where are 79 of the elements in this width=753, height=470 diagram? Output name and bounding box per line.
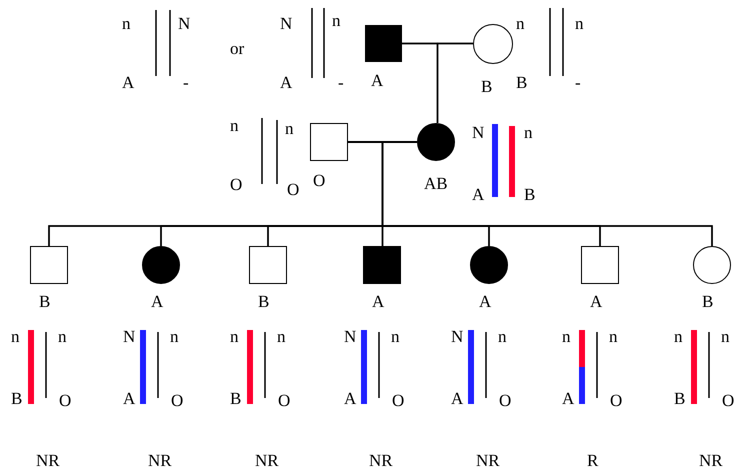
allele-label: A [123,390,136,407]
allele-label: n [562,328,570,345]
allele-label: N [451,328,464,345]
recombination-label: NR [36,452,60,469]
recombination-label: NR [369,452,393,469]
descent-line [436,42,473,123]
blood-type-label: A [151,293,164,310]
allele-label: - [183,74,189,91]
allele-label: O [278,392,290,409]
blood-type-label: A [372,293,384,310]
allele-label: B [674,390,686,407]
blood-type-label: B [39,293,50,310]
recombination-label: NR [476,452,500,469]
circle-symbol [473,24,513,64]
allele-label: n [277,328,286,345]
allele-label: n [58,328,66,345]
allele-label: O [287,181,300,198]
allele-label: n [230,117,238,134]
blood-type-label: B [702,293,714,310]
blood-type-label: B [481,78,492,95]
allele-label: n [524,124,532,141]
allele-label: n [332,12,340,29]
allele-label: O [499,392,512,409]
allele-label: n [11,328,20,345]
allele-label: A [472,186,484,203]
allele-label: A [280,74,292,91]
square-symbol [30,246,68,284]
allele-label: n [498,328,506,345]
allele-label: A [562,390,574,407]
allele-label: n [674,328,682,345]
allele-label: A [122,74,134,91]
allele-label: O [392,392,404,409]
recombination-label: R [587,452,598,469]
allele-label: N [280,15,292,32]
recombination-label: NR [699,452,723,469]
allele-label: n [391,328,400,345]
square-symbol [249,246,287,284]
blood-type-label: O [313,172,326,189]
allele-label: O [230,176,242,193]
or-text: or [230,40,244,57]
square-symbol [310,123,348,161]
allele-label: n [230,328,238,345]
allele-label: O [722,392,734,409]
allele-label: O [171,392,184,409]
allele-label: N [178,15,190,32]
allele-label: O [610,392,622,409]
allele-label: A [451,390,464,407]
allele-label: n [285,120,294,137]
square-symbol [581,246,619,284]
allele-label: N [472,124,484,141]
square-symbol [363,246,401,284]
allele-label: B [11,390,22,407]
allele-label: N [123,328,136,345]
circle-symbol [417,123,455,161]
allele-label: n [170,328,178,345]
allele-label: A [344,390,356,407]
allele-label: B [524,186,536,203]
allele-label: n [516,15,524,32]
circle-symbol [470,246,508,284]
blood-type-label: A [590,293,602,310]
allele-label: - [338,74,344,91]
allele-label: n [609,328,618,345]
blood-type-label: A [479,293,492,310]
blood-type-label: A [371,72,384,89]
recombination-label: NR [255,452,279,469]
recombination-label: NR [148,452,172,469]
allele-label: N [344,328,356,345]
allele-label: B [230,390,242,407]
allele-label: - [575,74,581,91]
square-symbol [365,25,402,62]
blood-type-label: AB [424,175,448,192]
blood-type-label: B [258,293,270,310]
allele-label: n [122,15,130,32]
allele-label: O [59,392,72,409]
circle-symbol [693,246,731,284]
allele-label: n [721,328,730,345]
circle-symbol [142,246,180,284]
allele-label: B [516,74,528,91]
allele-label: n [575,15,584,32]
